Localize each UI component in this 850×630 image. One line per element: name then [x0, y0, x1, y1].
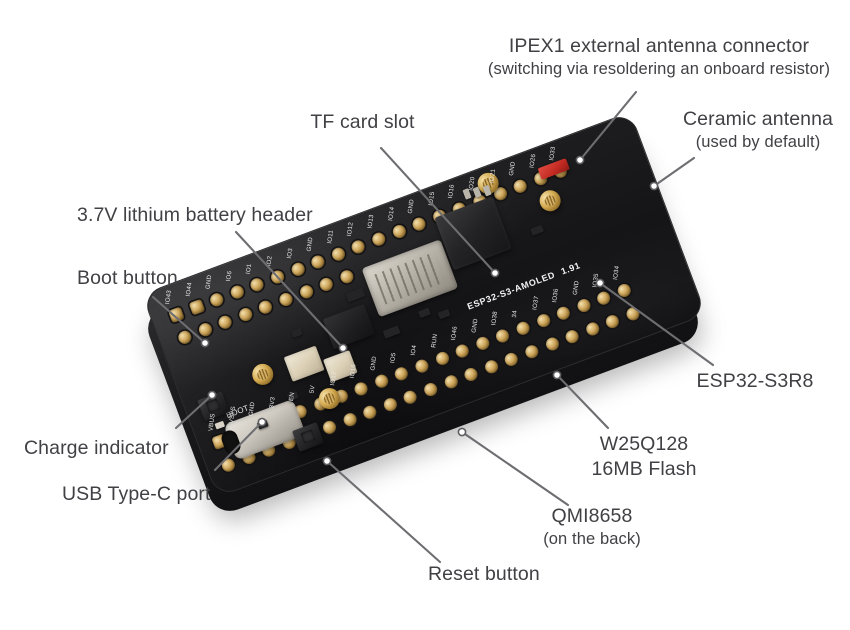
callout-boot-button: Boot button	[77, 266, 178, 291]
pin-label-bottom: RUN	[429, 333, 439, 349]
callout-w25q128-line1: W25Q128	[599, 433, 689, 455]
callout-qmi8658-line2: (on the back)	[543, 529, 641, 548]
callout-esp32-s3r8-line1: ESP32-S3R8	[696, 370, 814, 392]
callout-w25q128-flash: W25Q128 16MB Flash	[574, 432, 714, 482]
pin-label-top: IO2	[265, 255, 274, 267]
callout-tf-card-slot: TF card slot	[300, 110, 425, 135]
callout-charge-indicator-line1: Charge indicator	[24, 437, 169, 459]
pin-label-bottom: IO17	[328, 371, 338, 387]
callout-ipex1-line2: (switching via resoldering an onboard re…	[487, 59, 831, 78]
callout-ipex1-connector: IPEX1 external antenna connector (switch…	[470, 34, 848, 80]
callout-reset-button: Reset button	[428, 562, 540, 587]
callout-ceramic-antenna: Ceramic antenna (used by default)	[672, 107, 844, 153]
callout-esp32-s3r8: ESP32-S3R8	[670, 369, 840, 394]
callout-usb-type-c-port: USB Type-C port	[62, 482, 211, 507]
pin-label-top: IO3	[285, 247, 294, 260]
tf-slot-detail	[374, 252, 446, 305]
pin-label-bottom: IO4	[409, 344, 419, 356]
callout-lithium-battery-header: 3.7V lithium battery header	[77, 203, 313, 228]
callout-reset-button-line1: Reset button	[428, 563, 540, 585]
callout-ceramic-antenna-line1: Ceramic antenna	[683, 108, 833, 130]
callout-qmi8658: QMI8658 (on the back)	[512, 504, 672, 550]
callout-w25q128-line2: 16MB Flash	[591, 457, 697, 480]
callout-usb-type-c-line1: USB Type-C port	[62, 483, 211, 505]
pin-label-top: IO21	[487, 168, 497, 184]
pin-label-top: IO14	[386, 206, 396, 222]
callout-boot-button-line1: Boot button	[77, 267, 178, 289]
pin-label-bottom: 5V	[308, 384, 317, 394]
callout-ipex1-line1: IPEX1 external antenna connector	[508, 35, 810, 57]
pin-label-bottom: 3V3	[268, 396, 277, 409]
pin-label-top: IO44	[184, 282, 194, 298]
callout-battery-header-line1: 3.7V lithium battery header	[77, 204, 313, 226]
pin-label-top: IO6	[224, 270, 234, 283]
pin-label-bottom: IO37	[531, 295, 540, 311]
pin-label-bottom: 34	[510, 310, 519, 319]
callout-charge-indicator: Charge indicator	[24, 436, 169, 461]
callout-ceramic-antenna-line2: (used by default)	[695, 132, 821, 151]
callout-qmi8658-line1: QMI8658	[551, 505, 633, 527]
callout-tf-card-slot-line1: TF card slot	[310, 111, 415, 133]
